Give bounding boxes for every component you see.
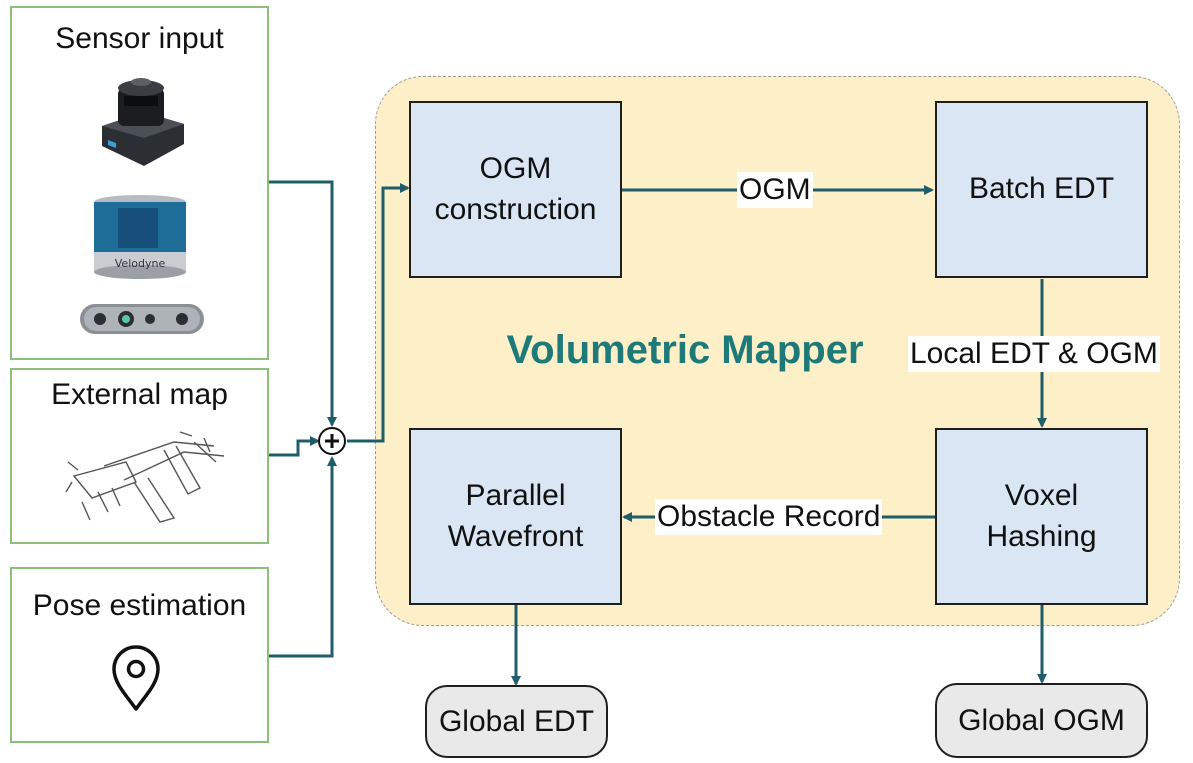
external-map-sketch-icon <box>65 431 225 523</box>
obstacle-record-edge-label: Obstacle Record <box>655 499 883 535</box>
velodyne-brand-label: Velodyne <box>115 257 166 270</box>
batch-edt-node: Batch EDT <box>935 101 1148 278</box>
volumetric-mapper-title: Volumetric Mapper <box>506 328 864 372</box>
local-edt-ogm-edge-label: Local EDT & OGM <box>908 336 1160 372</box>
global-edt-output: Global EDT <box>425 685 608 758</box>
parallel-wavefront-node: Parallel Wavefront <box>409 428 622 605</box>
depth-camera-icon <box>80 304 204 334</box>
voxel-hashing-node: Voxel Hashing <box>935 428 1148 605</box>
sensor-to-sum-wire <box>269 180 337 427</box>
pose-estimation-panel: Pose estimation <box>10 567 269 743</box>
ogm-edge-label: OGM <box>737 172 813 208</box>
external-map-panel: External map <box>10 368 269 544</box>
map-to-sum-wire <box>269 436 320 457</box>
global-ogm-output: Global OGM <box>935 683 1148 758</box>
sensor-input-panel: Sensor input Velodyne <box>10 6 269 360</box>
pose-to-sum-wire <box>269 456 337 658</box>
ogm-construction-node: OGM construction <box>409 101 622 278</box>
velodyne-lidar-icon: Velodyne <box>94 195 186 279</box>
sum-junction-icon <box>318 427 346 455</box>
sum-to-ogm-construction-wire <box>347 183 410 443</box>
location-pin-icon <box>112 645 160 711</box>
sensor-input-title: Sensor input <box>55 22 224 55</box>
external-map-title: External map <box>51 378 228 411</box>
2d-lidar-icon <box>102 78 184 166</box>
pose-estimation-title: Pose estimation <box>32 589 247 622</box>
